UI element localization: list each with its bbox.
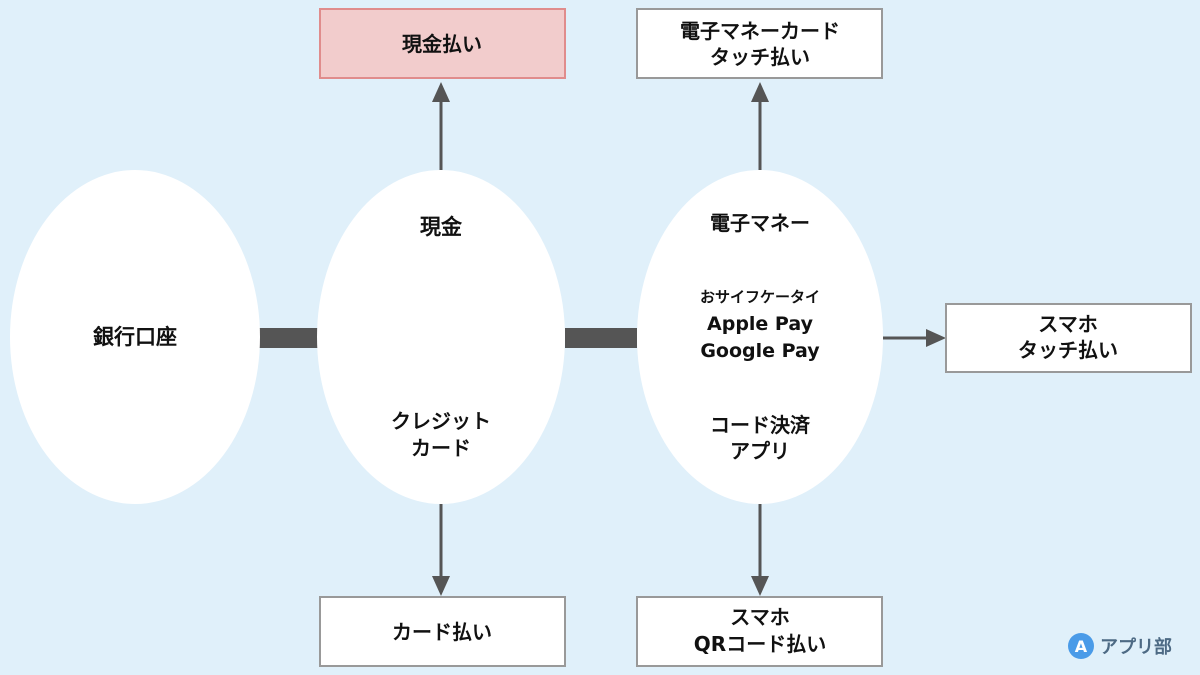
cash-credit-node — [317, 170, 565, 504]
arrowhead-phone-qr — [751, 576, 769, 596]
letter-a-circle-icon: A — [1068, 633, 1094, 659]
bank-account-node — [10, 170, 260, 504]
e-money-node — [637, 170, 883, 504]
e-money-card-label-line1: 電子マネーカード — [680, 19, 840, 43]
app-logo: A アプリ部 — [1068, 633, 1172, 659]
wallet-apple-pay-label: Apple Pay — [707, 313, 814, 335]
phone-qr-label-line2: QRコード払い — [694, 632, 826, 656]
arrowhead-e-money-card — [751, 82, 769, 102]
wallet-osaifu-label: おサイフケータイ — [700, 288, 820, 306]
credit-card-label-line2: カード — [411, 436, 471, 460]
e-money-card-box — [636, 8, 883, 79]
phone-touch-box — [945, 303, 1192, 373]
cash-label: 現金 — [420, 215, 463, 239]
card-payment-box — [319, 596, 566, 667]
e-money-card-label-line2: タッチ払い — [710, 45, 810, 69]
cash-payment-label: 現金払い — [402, 32, 482, 56]
code-payment-label-line2: アプリ — [730, 439, 790, 463]
phone-touch-label-line2: タッチ払い — [1018, 338, 1118, 362]
arrowhead-phone-touch — [926, 329, 946, 347]
code-payment-label-line1: コード決済 — [710, 413, 811, 437]
phone-qr-box — [636, 596, 883, 667]
logo-text: アプリ部 — [1100, 637, 1172, 658]
card-payment-label: カード払い — [392, 620, 492, 644]
wallet-google-pay-label: Google Pay — [700, 340, 820, 362]
phone-touch-label-line1: スマホ — [1038, 312, 1097, 336]
credit-card-label-line1: クレジット — [391, 409, 491, 433]
e-money-label: 電子マネー — [710, 211, 810, 235]
arrowhead-card-payment — [432, 576, 450, 596]
connector-cash-to-emoney — [565, 328, 637, 348]
connector-bank-to-cash — [255, 328, 321, 348]
arrowhead-cash-payment — [432, 82, 450, 102]
phone-qr-label-line1: スマホ — [730, 605, 789, 629]
cash-payment-box — [319, 8, 566, 79]
bank-account-label: 銀行口座 — [93, 325, 177, 349]
